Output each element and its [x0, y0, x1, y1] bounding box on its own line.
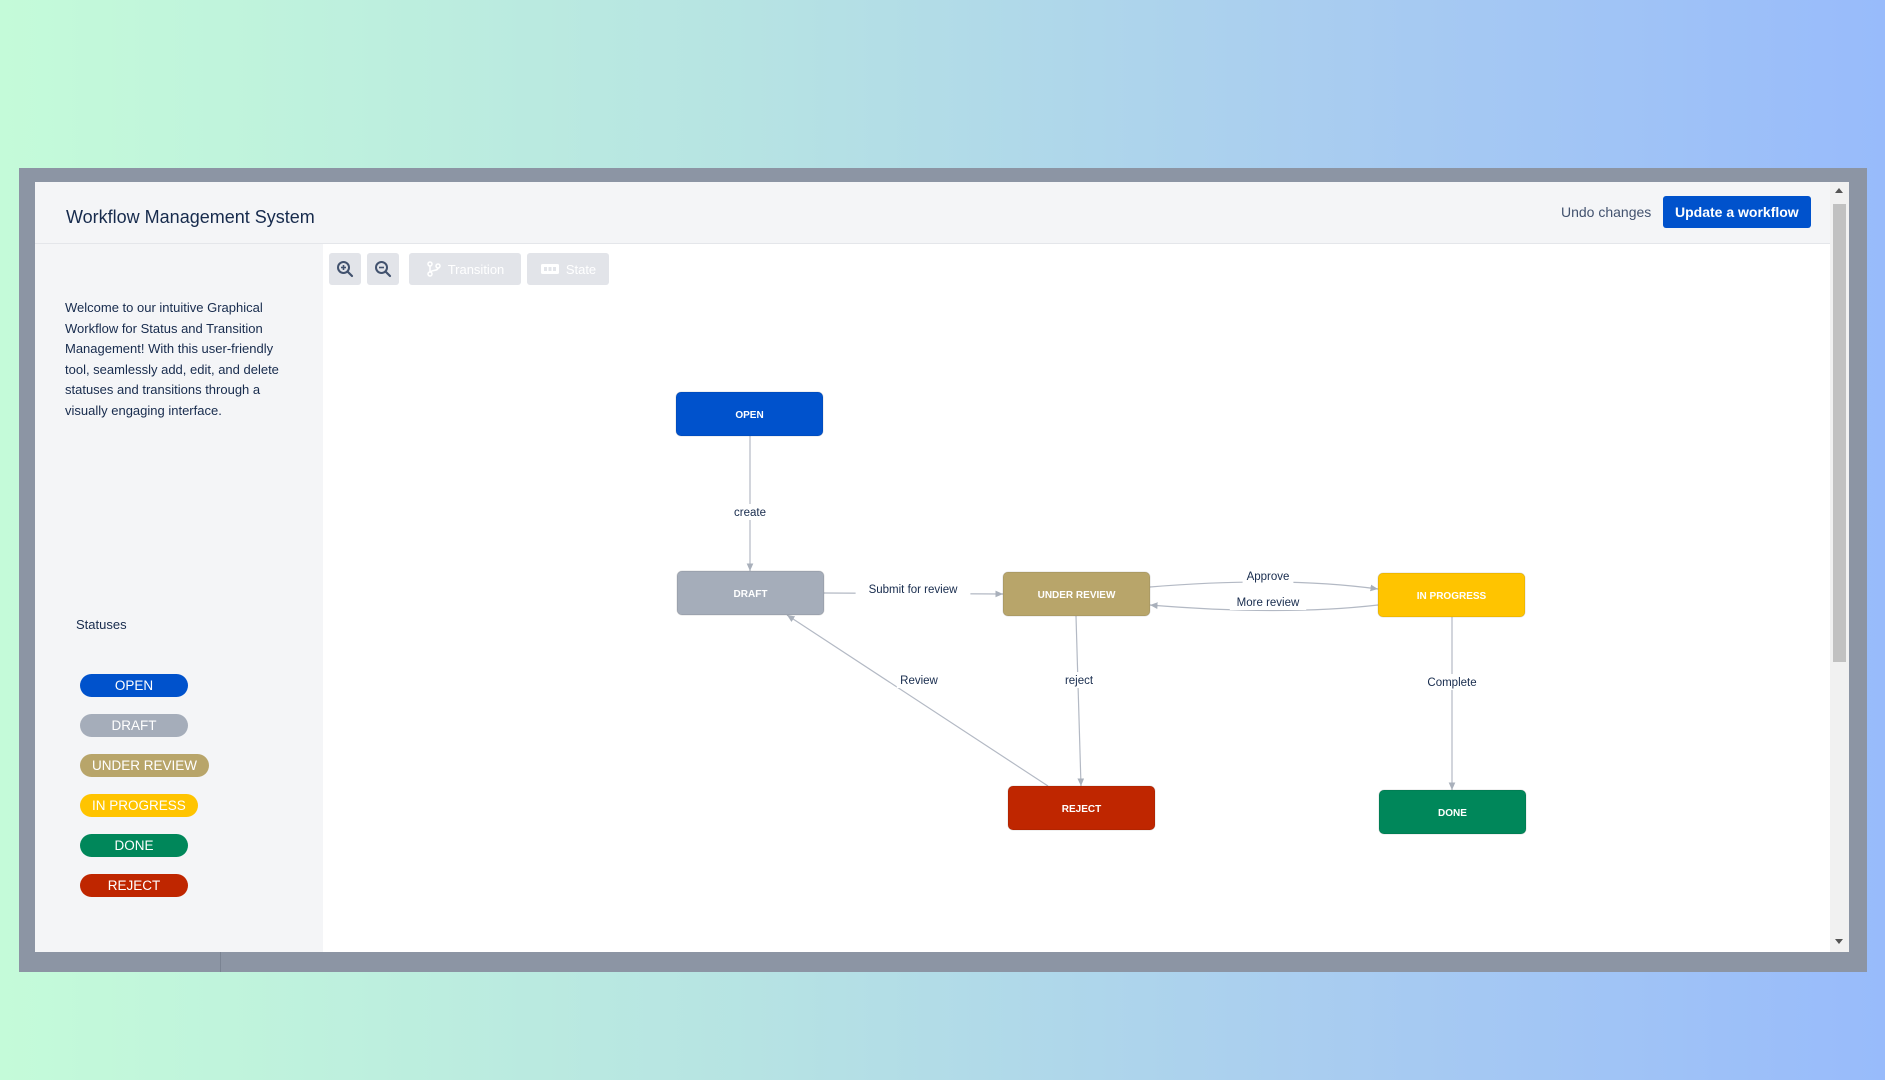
scroll-up-arrow-icon[interactable]	[1835, 188, 1843, 193]
zoom-in-icon	[337, 261, 354, 278]
transition-label: Review	[900, 675, 938, 687]
transition-review[interactable]: Review	[786, 614, 1049, 787]
add-transition-button[interactable]: Transition	[409, 253, 521, 285]
vertical-scrollbar[interactable]	[1830, 182, 1849, 952]
status-pill-done[interactable]: DONE	[80, 834, 188, 857]
status-node-box[interactable]	[1377, 572, 1526, 618]
status-node-draft[interactable]: DRAFT	[676, 570, 825, 616]
transition-label-bg	[1056, 672, 1102, 688]
transition-label: Complete	[1427, 677, 1476, 689]
statuses-heading: Statuses	[76, 617, 127, 632]
transition-label: Submit for review	[869, 584, 959, 596]
transition-create[interactable]: create	[727, 436, 773, 571]
status-node-reject[interactable]: REJECT	[1007, 785, 1156, 831]
zoom-out-icon	[375, 261, 392, 278]
transition-complete[interactable]: Complete	[1423, 617, 1481, 790]
status-node-label: DRAFT	[734, 589, 768, 600]
status-node-box[interactable]	[675, 391, 824, 437]
status-node-in-progress[interactable]: IN PROGRESS	[1377, 572, 1526, 618]
status-node-box[interactable]	[1378, 789, 1527, 835]
zoom-out-button[interactable]	[367, 253, 399, 285]
status-node-done[interactable]: DONE	[1378, 789, 1527, 835]
update-workflow-button[interactable]: Update a workflow	[1663, 196, 1811, 228]
transition-line[interactable]	[786, 614, 1049, 787]
transition-label-bg	[1423, 674, 1481, 690]
transition-label-bg	[1242, 568, 1294, 584]
transition-label: reject	[1065, 675, 1094, 687]
status-node-box[interactable]	[676, 570, 825, 616]
legend-row: UNDER REVIEW	[80, 754, 210, 794]
transition-label: Approve	[1247, 571, 1290, 583]
legend-row: IN PROGRESS	[80, 794, 209, 834]
status-node-box[interactable]	[1007, 785, 1156, 831]
intro-text: Welcome to our intuitive Graphical Workf…	[65, 300, 279, 418]
status-node-label: UNDER REVIEW	[1038, 590, 1116, 601]
workflow-modal: Workflow Management System Undo changes …	[35, 182, 1849, 952]
backdrop-divider	[220, 952, 221, 972]
transition-reject[interactable]: reject	[1056, 615, 1102, 787]
status-pill-draft[interactable]: DRAFT	[80, 714, 188, 737]
legend-row: DONE	[80, 834, 209, 874]
undo-changes-button[interactable]: Undo changes	[1551, 196, 1661, 228]
modal-header: Workflow Management System Undo changes …	[35, 182, 1830, 244]
scroll-down-arrow-icon[interactable]	[1835, 939, 1843, 944]
transition-line[interactable]	[1075, 615, 1085, 787]
transition-submit-for-review[interactable]: Submit for review	[823, 581, 1004, 598]
transition-label: create	[734, 507, 766, 519]
page-title: Workflow Management System	[66, 207, 315, 227]
status-node-box[interactable]	[1002, 571, 1151, 617]
transition-line[interactable]	[1149, 602, 1379, 612]
transition-label: Transition	[447, 261, 505, 277]
transition-label-bg	[1229, 594, 1307, 610]
status-node-open[interactable]: OPEN	[675, 391, 824, 437]
transition-more-review[interactable]: More review	[1149, 594, 1379, 612]
legend-row: DRAFT	[80, 714, 209, 754]
scroll-thumb[interactable]	[1833, 204, 1846, 662]
status-node-label: REJECT	[1062, 804, 1101, 815]
add-state-button[interactable]: State	[527, 253, 609, 285]
status-pill-open[interactable]: OPEN	[80, 674, 188, 697]
transition-label-bg	[855, 581, 971, 597]
status-pill-reject[interactable]: REJECT	[80, 874, 188, 897]
status-pill-in-progress[interactable]: IN PROGRESS	[80, 794, 198, 817]
status-node-label: IN PROGRESS	[1417, 591, 1487, 602]
status-node-under-review[interactable]: UNDER REVIEW	[1002, 571, 1151, 617]
transition-label: More review	[1237, 597, 1300, 609]
transition-label-bg	[896, 672, 942, 688]
sidebar: Welcome to our intuitive Graphical Workf…	[35, 244, 323, 952]
legend-row: REJECT	[80, 874, 209, 914]
legend-row: OPEN	[80, 674, 209, 714]
transition-approve[interactable]: Approve	[1149, 568, 1379, 592]
status-node-label: DONE	[1438, 808, 1467, 819]
state-icon	[540, 264, 559, 274]
zoom-in-button[interactable]	[329, 253, 361, 285]
status-node-label: OPEN	[735, 410, 763, 421]
state-label: State	[565, 261, 597, 277]
status-pill-under-review[interactable]: UNDER REVIEW	[80, 754, 210, 777]
status-legend: OPEN DRAFT UNDER REVIEW IN PROGRESS DONE REJE…	[80, 674, 210, 914]
transition-label-bg	[727, 504, 773, 520]
transition-icon	[426, 261, 441, 277]
